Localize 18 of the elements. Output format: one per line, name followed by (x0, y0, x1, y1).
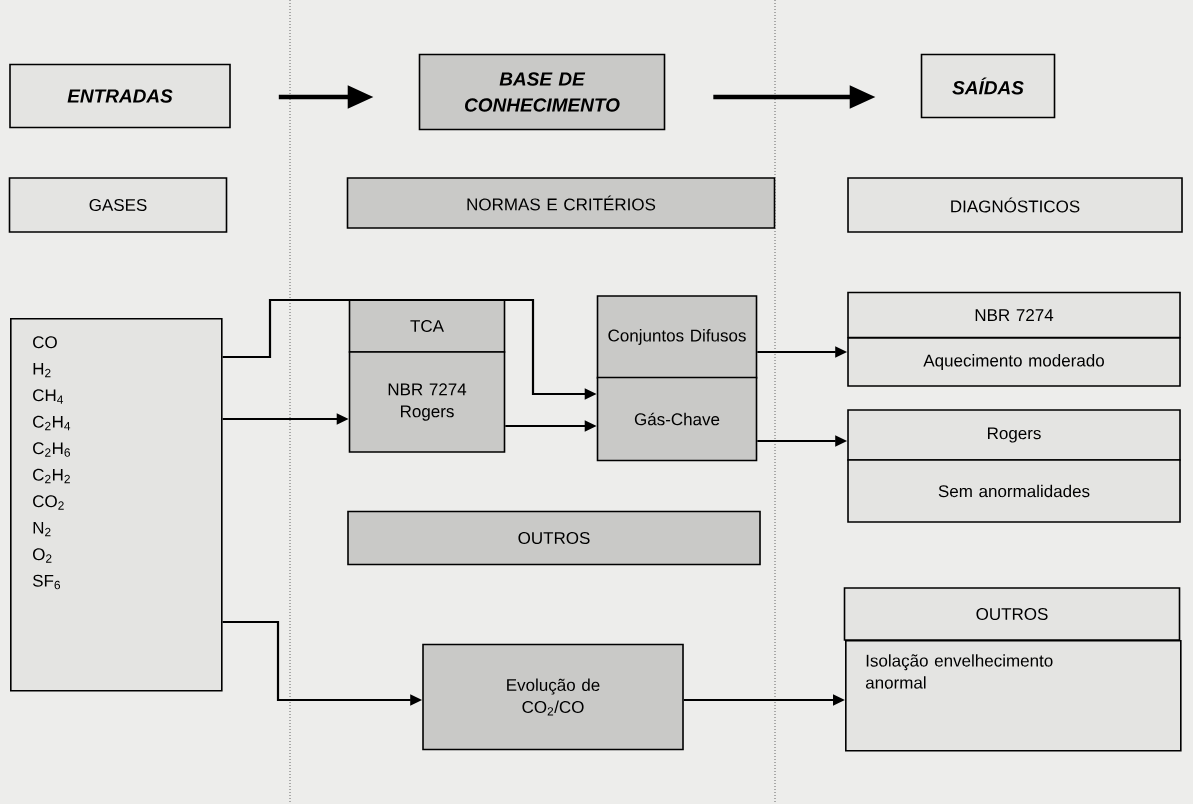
method-box: NBR 7274 Rogers (348, 351, 506, 453)
diagnosis-box: OUTROS (843, 587, 1181, 641)
diagnosis-box: Rogers (847, 409, 1181, 461)
diagnosis-box: Sem anormalidades (847, 459, 1181, 523)
method-box: Conjuntos Difusos (596, 295, 758, 379)
diagnosis-box: Aquecimento moderado (847, 337, 1181, 387)
category-box: DIAGNÓSTICOS (847, 177, 1183, 233)
category-box: NORMAS E CRITÉRIOS (346, 177, 776, 229)
category-box: GASES (8, 177, 228, 233)
method-box: OUTROS (347, 510, 761, 566)
heading-box: SAÍDAS (920, 53, 1056, 119)
diagnosis-box: NBR 7274 (847, 291, 1181, 339)
method-box: Evolução de CO$_{2}$/CO (422, 643, 684, 751)
heading-box: ENTRADAS (9, 63, 231, 129)
method-box: TCA (348, 299, 506, 353)
gas-list-box: CO H$_{2}$ CH$_{4}$ C$_{2}$H$_{4}$ C$_{2}$H$_{6}$ C$_{2}$H$_{2}$ CO$_{2}$ N$_{2}$ O$_{2}$ SF$_{6}$ (10, 318, 223, 692)
heading-box: BASE DE CONHECIMENTO (418, 53, 666, 131)
method-box: Gás-Chave (596, 376, 758, 462)
